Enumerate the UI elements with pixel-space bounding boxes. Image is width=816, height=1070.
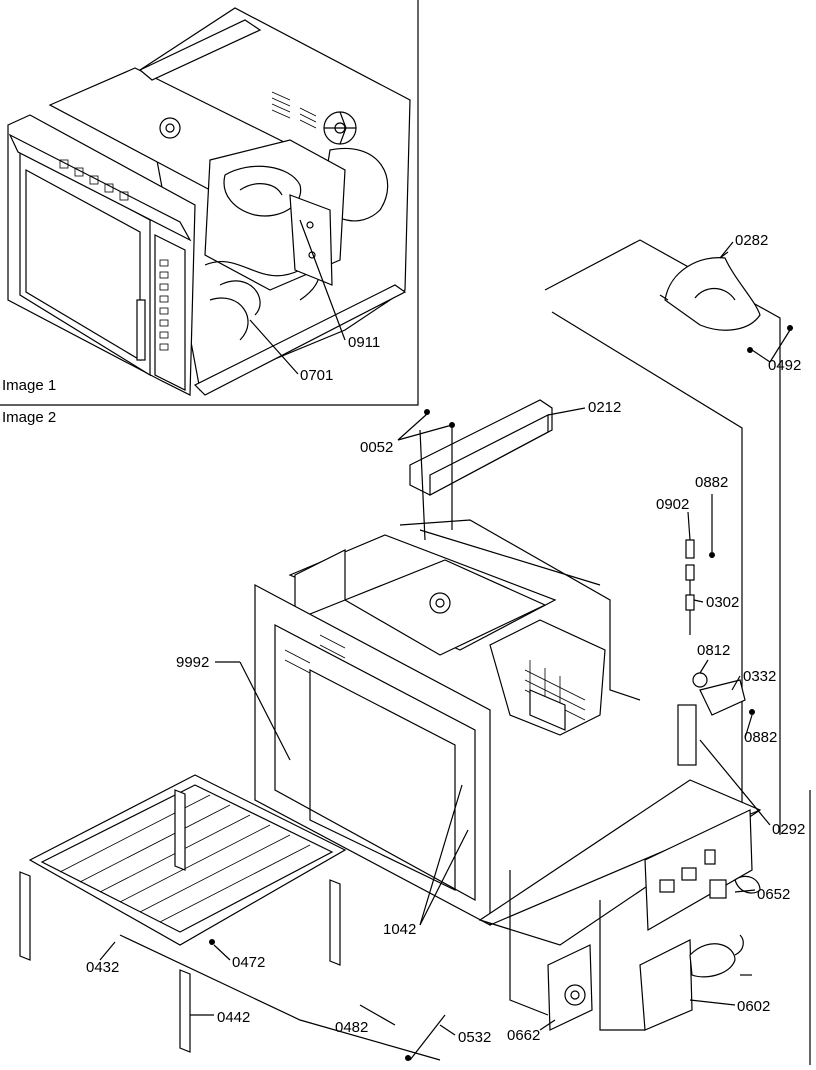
image-1-caption: Image 1: [2, 377, 57, 394]
part-label-0052: 0052: [360, 439, 394, 456]
part-label-0701: 0701: [300, 367, 334, 384]
part-label-0432: 0432: [86, 959, 120, 976]
part-label-0532: 0532: [458, 1029, 492, 1046]
part-label-0812: 0812: [697, 642, 731, 659]
part-label-0902: 0902: [656, 496, 690, 513]
part-label-0652: 0652: [757, 886, 791, 903]
part-label-0662: 0662: [507, 1027, 541, 1044]
part-label-0482: 0482: [335, 1019, 369, 1036]
part-label-0602: 0602: [737, 998, 771, 1015]
part-label-0882-bottom: 0882: [744, 729, 778, 746]
part-label-0442: 0442: [217, 1009, 251, 1026]
part-label-0302: 0302: [706, 594, 740, 611]
image-2-caption: Image 2: [2, 409, 57, 426]
part-label-9992: 9992: [176, 654, 210, 671]
part-label-0282: 0282: [735, 232, 769, 249]
inset-image-1: [0, 0, 419, 406]
part-label-0492: 0492: [768, 357, 802, 374]
part-label-0212: 0212: [588, 399, 622, 416]
part-label-0332: 0332: [743, 668, 777, 685]
part-label-1042: 1042: [383, 921, 417, 938]
part-label-0882-top: 0882: [695, 474, 729, 491]
part-label-0292: 0292: [772, 821, 806, 838]
part-label-0911: 0911: [348, 334, 381, 351]
part-label-0472: 0472: [232, 954, 266, 971]
main-image-2: [19, 239, 811, 1065]
